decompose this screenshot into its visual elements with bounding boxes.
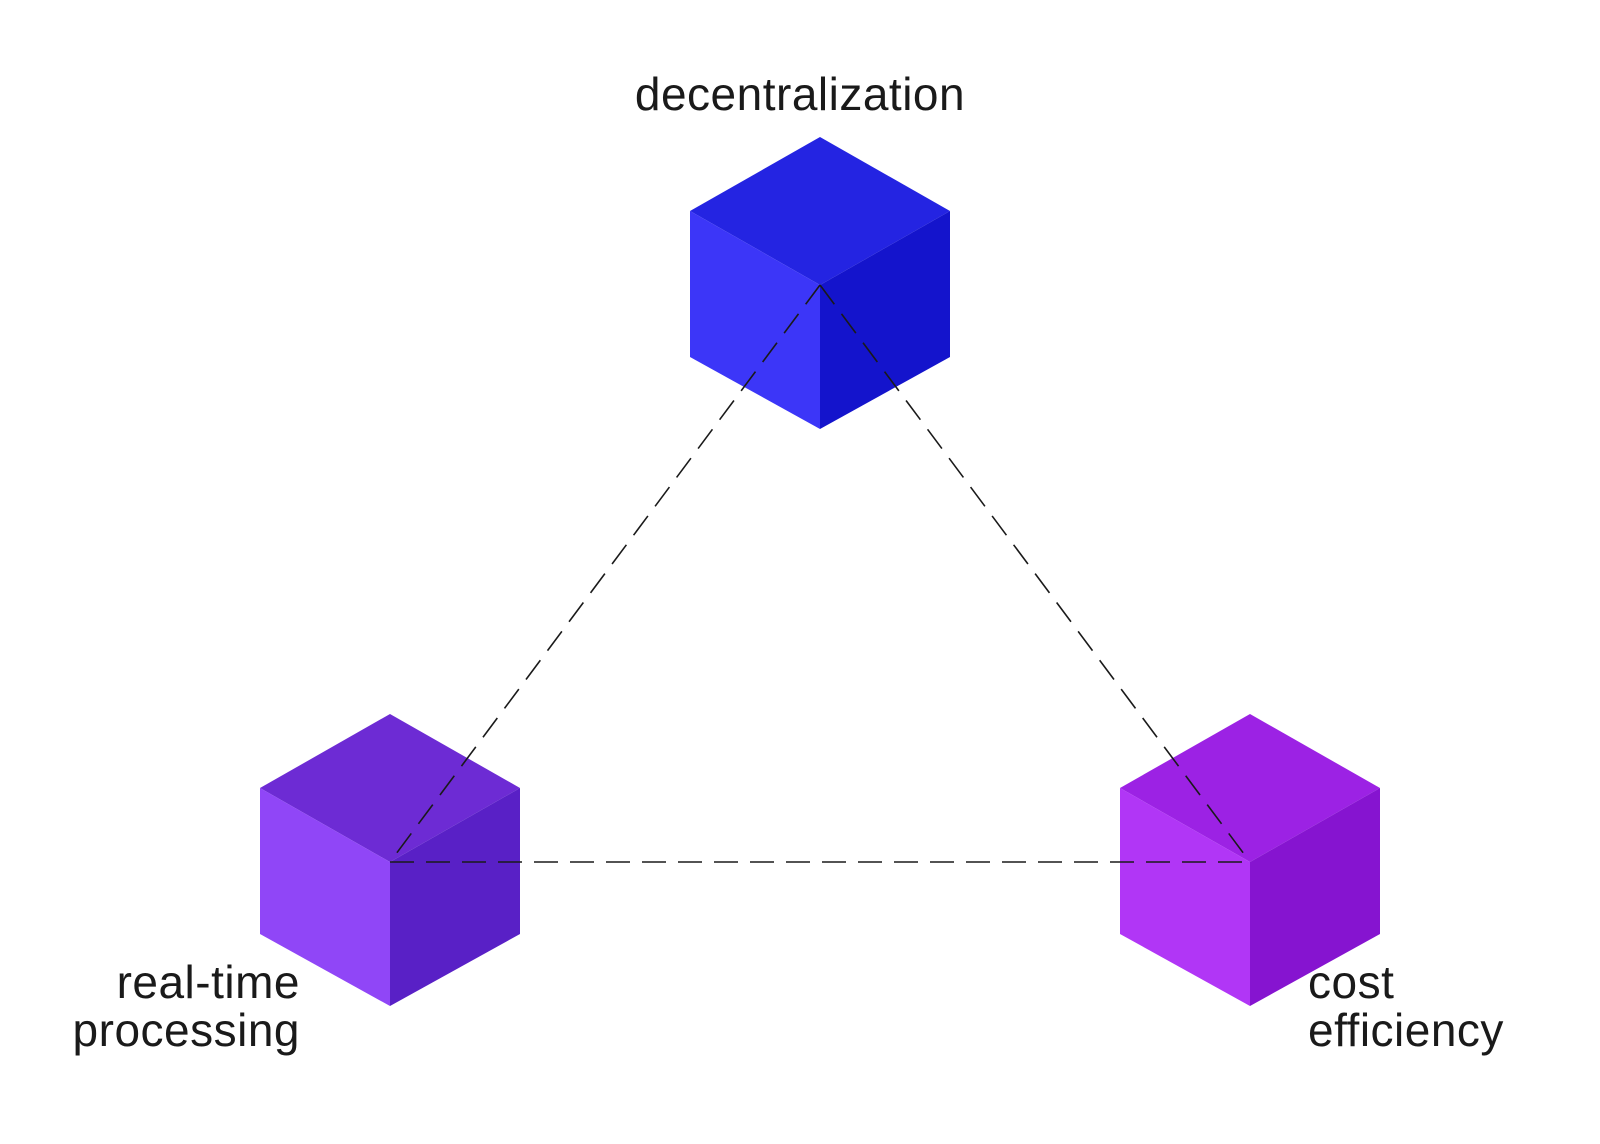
connectors bbox=[389, 284, 1251, 863]
label-cost-line2: efficiency bbox=[1308, 1004, 1504, 1056]
connector-top-right bbox=[819, 284, 1251, 863]
label-cost-efficiency: cost efficiency bbox=[1308, 958, 1504, 1054]
cube-right-face bbox=[390, 788, 520, 1006]
cube-right-face bbox=[820, 211, 950, 429]
label-decentralization-text: decentralization bbox=[634, 68, 966, 120]
cube-left-face bbox=[260, 788, 390, 1006]
cube-decentralization bbox=[690, 137, 950, 429]
cube-right-face bbox=[1250, 788, 1380, 1006]
label-cost-line1: cost bbox=[1308, 956, 1395, 1008]
cube-real-time-processing bbox=[260, 714, 520, 1006]
cube-cost-efficiency bbox=[1120, 714, 1380, 1006]
cube-left-face bbox=[690, 211, 820, 429]
label-decentralization: decentralization bbox=[0, 70, 1600, 118]
label-real-time-line2: processing bbox=[72, 1004, 300, 1056]
cube-left-face bbox=[1120, 788, 1250, 1006]
label-real-time-line1: real-time bbox=[116, 956, 300, 1008]
connector-top-left bbox=[389, 284, 821, 863]
label-real-time-processing: real-time processing bbox=[73, 958, 300, 1054]
